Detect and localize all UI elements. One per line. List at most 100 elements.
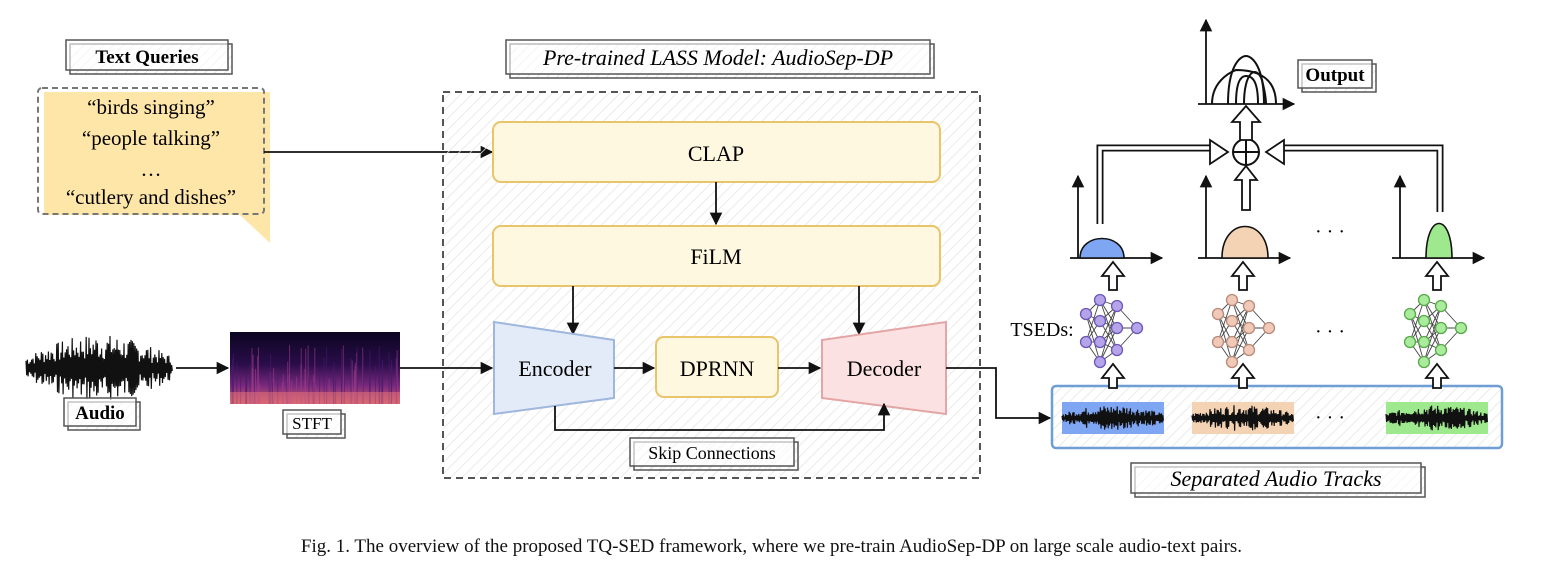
text-queries-bubble: “birds singing” “people talking” … “cutl… (37, 87, 270, 243)
net-edge (1099, 305, 1118, 363)
net-node (1242, 299, 1256, 313)
net-node (1417, 335, 1431, 349)
combine-to-output-arrow (1230, 104, 1262, 141)
detection-plot-3 (1392, 174, 1486, 265)
net-edge (1231, 327, 1250, 363)
stft-label: STFT (282, 409, 346, 439)
decoder-block: Decoder (821, 320, 947, 416)
plots-ellipsis: · · · (1315, 221, 1345, 243)
net-edge (1085, 313, 1101, 363)
clap-block: CLAP (492, 121, 941, 183)
svg-text:Audio: Audio (75, 403, 125, 424)
track-waveform-1 (1061, 406, 1164, 430)
track-to-net-arrow-1 (1100, 362, 1126, 389)
svg-text:Text Queries: Text Queries (95, 47, 198, 68)
net-edge (1423, 305, 1442, 343)
query-ellipsis: … (141, 157, 162, 181)
net-edge (1231, 305, 1250, 363)
framework-diagram: Text Queries “birds singing” “people tal… (25, 18, 1504, 498)
svg-text:Skip Connections: Skip Connections (648, 443, 776, 463)
net-to-plot-arrow-3 (1424, 260, 1450, 291)
net-node (1417, 314, 1431, 328)
track-to-net-arrow-2 (1230, 362, 1256, 389)
net-edge (1217, 313, 1233, 363)
tsed-network-2 (1211, 293, 1276, 369)
net-node (1079, 307, 1093, 321)
net-node (1211, 335, 1225, 349)
net-node (1093, 293, 1107, 307)
audio-waveform (25, 335, 173, 401)
svg-text:DPRNN: DPRNN (680, 356, 755, 381)
query-4: “cutlery and dishes” (66, 185, 236, 209)
svg-text:Pre-trained LASS Model: AudioS: Pre-trained LASS Model: AudioSep-DP (542, 45, 893, 70)
net-node (1262, 321, 1276, 335)
detection-plot-2 (1198, 174, 1292, 265)
net-node (1403, 335, 1417, 349)
svg-text:Decoder: Decoder (847, 356, 922, 381)
net-node (1093, 355, 1107, 369)
tsed-network-3 (1403, 293, 1468, 369)
svg-text:STFT: STFT (292, 414, 332, 433)
track-to-net-arrow-3 (1424, 362, 1450, 389)
net-node (1242, 343, 1256, 357)
detection-plot-1 (1070, 174, 1164, 265)
net-node (1079, 335, 1093, 349)
net-node (1225, 355, 1239, 369)
net-node (1434, 299, 1448, 313)
model-title: Pre-trained LASS Model: AudioSep-DP (505, 39, 935, 79)
net-edge (1409, 299, 1425, 343)
separated-audio-tracks-label: Separated Audio Tracks (1130, 462, 1426, 498)
net-edge (1409, 313, 1425, 363)
net-node (1211, 307, 1225, 321)
net-to-plot-arrow-2 (1230, 260, 1256, 291)
query-1: “birds singing” (87, 95, 215, 119)
detection-curve (1425, 222, 1453, 259)
tseds-label: TSEDs: (1010, 319, 1073, 341)
film-block: FiLM (492, 225, 941, 287)
net-node (1110, 343, 1124, 357)
audio-label: Audio (63, 397, 141, 431)
nets-ellipsis: · · · (1315, 321, 1345, 343)
net-node (1130, 321, 1144, 335)
skip-connections-label: Skip Connections (629, 437, 799, 471)
figure-caption: Fig. 1. The overview of the proposed TQ-… (300, 536, 1243, 557)
net-node (1225, 314, 1239, 328)
text-queries-label: Text Queries (65, 39, 233, 75)
net-node (1110, 299, 1124, 313)
net-edge (1099, 305, 1118, 343)
net-edge (1085, 299, 1101, 343)
svg-text:Output: Output (1305, 65, 1365, 86)
svg-text:Encoder: Encoder (518, 356, 592, 381)
track-waveform-2 (1191, 405, 1294, 431)
spectrogram-low-band (230, 392, 400, 404)
stft-spectrogram (230, 332, 400, 404)
skip-connection-arrow (554, 402, 891, 431)
net-node (1417, 293, 1431, 307)
svg-text:CLAP: CLAP (688, 141, 744, 166)
combine-paths (1096, 138, 1444, 224)
waveform-trace (25, 335, 173, 401)
detection-curve (1079, 237, 1125, 259)
net-edge (1231, 305, 1250, 343)
tsed-network-1 (1079, 293, 1144, 369)
svg-text:FiLM: FiLM (690, 244, 741, 269)
output-plot (1198, 18, 1296, 111)
net-node (1403, 307, 1417, 321)
dprnn-block: DPRNN (655, 336, 779, 398)
encoder-block: Encoder (493, 320, 615, 416)
net-node (1225, 293, 1239, 307)
combine-operator (1232, 138, 1260, 166)
net-edge (1423, 305, 1442, 363)
plot-to-combiner-arrow (1233, 164, 1259, 211)
net-node (1093, 335, 1107, 349)
net-node (1434, 343, 1448, 357)
net-node (1110, 321, 1124, 335)
net-edge (1217, 299, 1233, 343)
net-to-plot-arrow-1 (1100, 260, 1126, 291)
output-label: Output (1297, 59, 1377, 93)
tracks-ellipsis: · · · (1315, 407, 1345, 429)
svg-text:Separated Audio Tracks: Separated Audio Tracks (1170, 466, 1381, 491)
separated-tracks-panel: · · · (1050, 384, 1504, 450)
detection-curve (1221, 225, 1269, 259)
net-node (1242, 321, 1256, 335)
